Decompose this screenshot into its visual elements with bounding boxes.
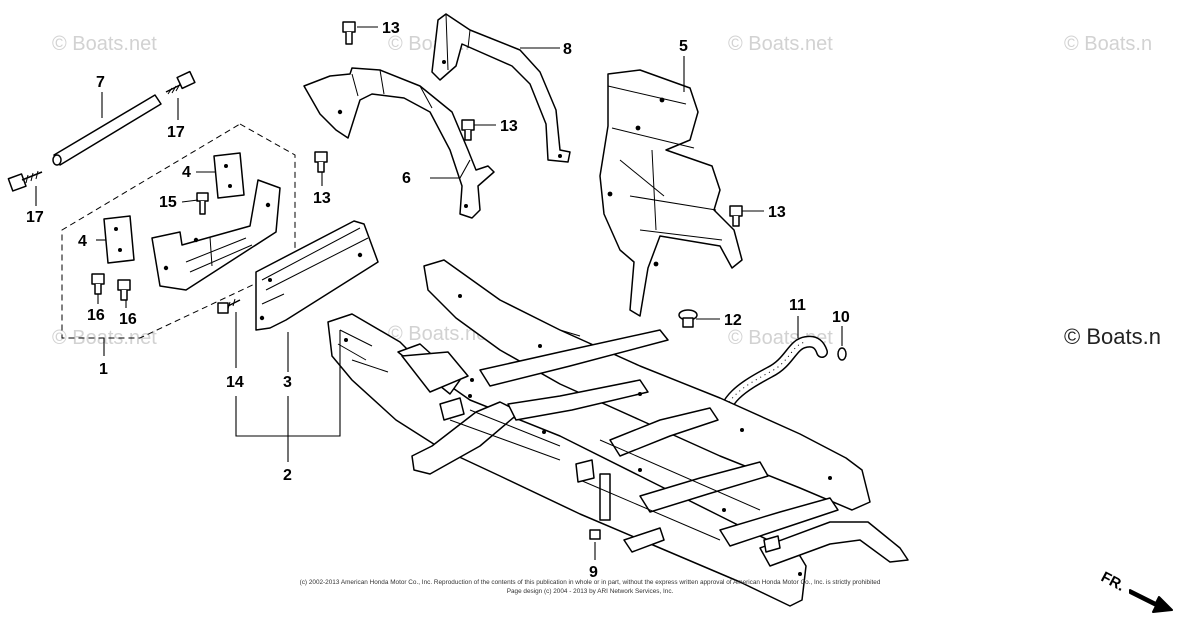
leader-lines bbox=[35, 26, 843, 560]
watermark-layer: © Boats.net © Boats.net © Boats.net © Bo… bbox=[52, 33, 1161, 349]
part-2-frame bbox=[327, 259, 909, 607]
bolt-16-left bbox=[91, 273, 105, 295]
callout-11: 11 bbox=[789, 297, 806, 314]
watermark: © Boats.net bbox=[52, 33, 157, 55]
watermark: © Boats.n bbox=[1064, 33, 1152, 55]
copyright-line-2: Page design (c) 2004 - 2013 by ARI Netwo… bbox=[507, 588, 674, 595]
callout-9: 9 bbox=[589, 564, 598, 581]
callout-17-upper: 17 bbox=[167, 124, 185, 141]
front-direction-indicator: FR. bbox=[1098, 569, 1173, 613]
watermark: © Boats.net bbox=[388, 323, 493, 345]
callout-14: 14 bbox=[226, 374, 244, 391]
callout-16-left: 16 bbox=[87, 307, 105, 324]
callout-17-left: 17 bbox=[26, 209, 44, 226]
callout-15: 15 bbox=[159, 194, 177, 211]
part-10-clip bbox=[837, 347, 847, 361]
bolt-17-upper bbox=[165, 70, 196, 95]
part-9-cap bbox=[589, 529, 601, 540]
callout-13-mid: 13 bbox=[500, 118, 518, 135]
watermark: © Boats.net bbox=[728, 33, 833, 55]
callout-13-right: 13 bbox=[768, 204, 786, 221]
callout-13-left: 13 bbox=[313, 190, 331, 207]
callout-4-upper: 4 bbox=[182, 164, 191, 181]
part-4-pad-upper bbox=[213, 152, 245, 199]
bolt-13-top bbox=[342, 21, 356, 45]
callout-4-lower: 4 bbox=[78, 233, 87, 250]
copyright-line-1: (c) 2002-2013 American Honda Motor Co., … bbox=[300, 579, 881, 586]
part-5-bracket bbox=[599, 69, 743, 317]
bolt-15 bbox=[196, 192, 209, 215]
part-1-group-outline bbox=[61, 123, 296, 339]
bolt-17-left bbox=[7, 170, 43, 192]
callout-2: 2 bbox=[283, 467, 292, 484]
bolt-16-right bbox=[117, 279, 131, 301]
bolt-13-mid bbox=[461, 119, 475, 141]
part-1-bracket bbox=[151, 179, 281, 291]
front-arrow-icon bbox=[1129, 589, 1173, 613]
callout-5: 5 bbox=[679, 38, 688, 55]
front-label: FR. bbox=[1098, 569, 1127, 595]
part-8-bracket bbox=[431, 13, 571, 163]
callout-10: 10 bbox=[832, 309, 850, 326]
callout-12: 12 bbox=[724, 312, 742, 329]
callout-labels: 7 17 17 4 4 15 16 16 1 14 3 2 13 13 13 1… bbox=[26, 20, 850, 581]
callout-8: 8 bbox=[563, 41, 572, 58]
part-7-rod bbox=[52, 94, 162, 166]
bolt-13-right bbox=[729, 205, 743, 227]
callout-16-right: 16 bbox=[119, 311, 137, 328]
callout-6: 6 bbox=[402, 170, 411, 187]
watermark-prominent: © Boats.n bbox=[1064, 324, 1161, 349]
part-6-bracket bbox=[303, 67, 495, 219]
callout-7: 7 bbox=[96, 74, 105, 91]
bolt-13-left bbox=[314, 151, 328, 173]
watermark: © Boats.net bbox=[52, 327, 157, 349]
part-3-bracket bbox=[255, 220, 379, 331]
copyright-footer: (c) 2002-2013 American Honda Motor Co., … bbox=[300, 579, 881, 595]
bolt-14 bbox=[217, 298, 241, 314]
callout-1: 1 bbox=[99, 361, 108, 378]
part-4-pad-lower bbox=[103, 215, 135, 264]
part-12-grommet bbox=[678, 309, 698, 328]
callout-3: 3 bbox=[283, 374, 292, 391]
callout-13-top: 13 bbox=[382, 20, 400, 37]
part-11-hose bbox=[717, 335, 828, 432]
